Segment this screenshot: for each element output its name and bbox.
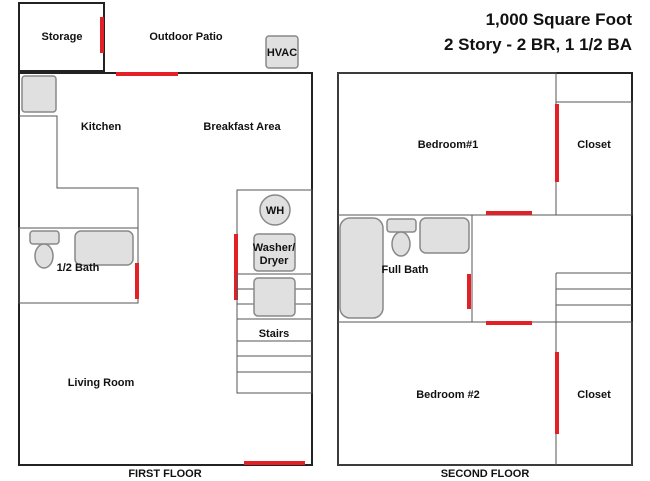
hvac-unit <box>265 35 299 69</box>
toilet-tank-icon <box>386 218 417 233</box>
kitchen-counter <box>19 115 139 228</box>
bedroom2-label: Bedroom #2 <box>416 389 480 401</box>
closet1-label: Closet <box>577 139 611 151</box>
full-bath-label: Full Bath <box>381 264 428 276</box>
refrigerator <box>21 75 57 113</box>
toilet-bowl-icon <box>34 243 54 269</box>
first-floor-caption: FIRST FLOOR <box>128 468 201 480</box>
second-floor-caption: SECOND FLOOR <box>441 468 530 480</box>
closet2-label: Closet <box>577 389 611 401</box>
bedroom1-label: Bedroom#1 <box>418 139 479 151</box>
hvac-label: HVAC <box>267 47 297 59</box>
bathtub-icon <box>339 217 384 319</box>
toilet-tank-icon <box>29 230 60 245</box>
living-room-label: Living Room <box>68 377 135 389</box>
water-heater-icon <box>259 194 291 226</box>
breakfast-area-label: Breakfast Area <box>203 121 281 133</box>
stairs-label: Stairs <box>259 328 290 340</box>
half-bath-label: 1/2 Bath <box>57 262 100 274</box>
plan-title-line2: 2 Story - 2 BR, 1 1/2 BA <box>444 35 632 54</box>
vanity-sink-icon <box>419 217 470 254</box>
vanity-sink-icon <box>74 230 134 266</box>
stair-storage-box <box>253 277 296 317</box>
closet1-room <box>555 101 633 216</box>
outdoor-patio-label: Outdoor Patio <box>149 31 223 43</box>
washer-dryer-label-line2: Dryer <box>260 255 289 267</box>
first-floor-stairs <box>236 273 313 394</box>
second-floor: Bedroom#1 Closet Full Bath Bedroom #2 Cl… <box>337 72 633 480</box>
washer-dryer-unit <box>253 233 296 272</box>
storage-label: Storage <box>42 31 83 43</box>
kitchen-label: Kitchen <box>81 121 122 133</box>
plan-title-line1: 1,000 Square Foot <box>486 10 633 29</box>
toilet-bowl-icon <box>391 231 411 257</box>
water-heater-label: WH <box>266 205 284 217</box>
washer-dryer-label-line1: Washer/ <box>253 242 295 254</box>
first-floor: Storage Outdoor Patio HVAC Kitchen Break… <box>18 2 313 480</box>
